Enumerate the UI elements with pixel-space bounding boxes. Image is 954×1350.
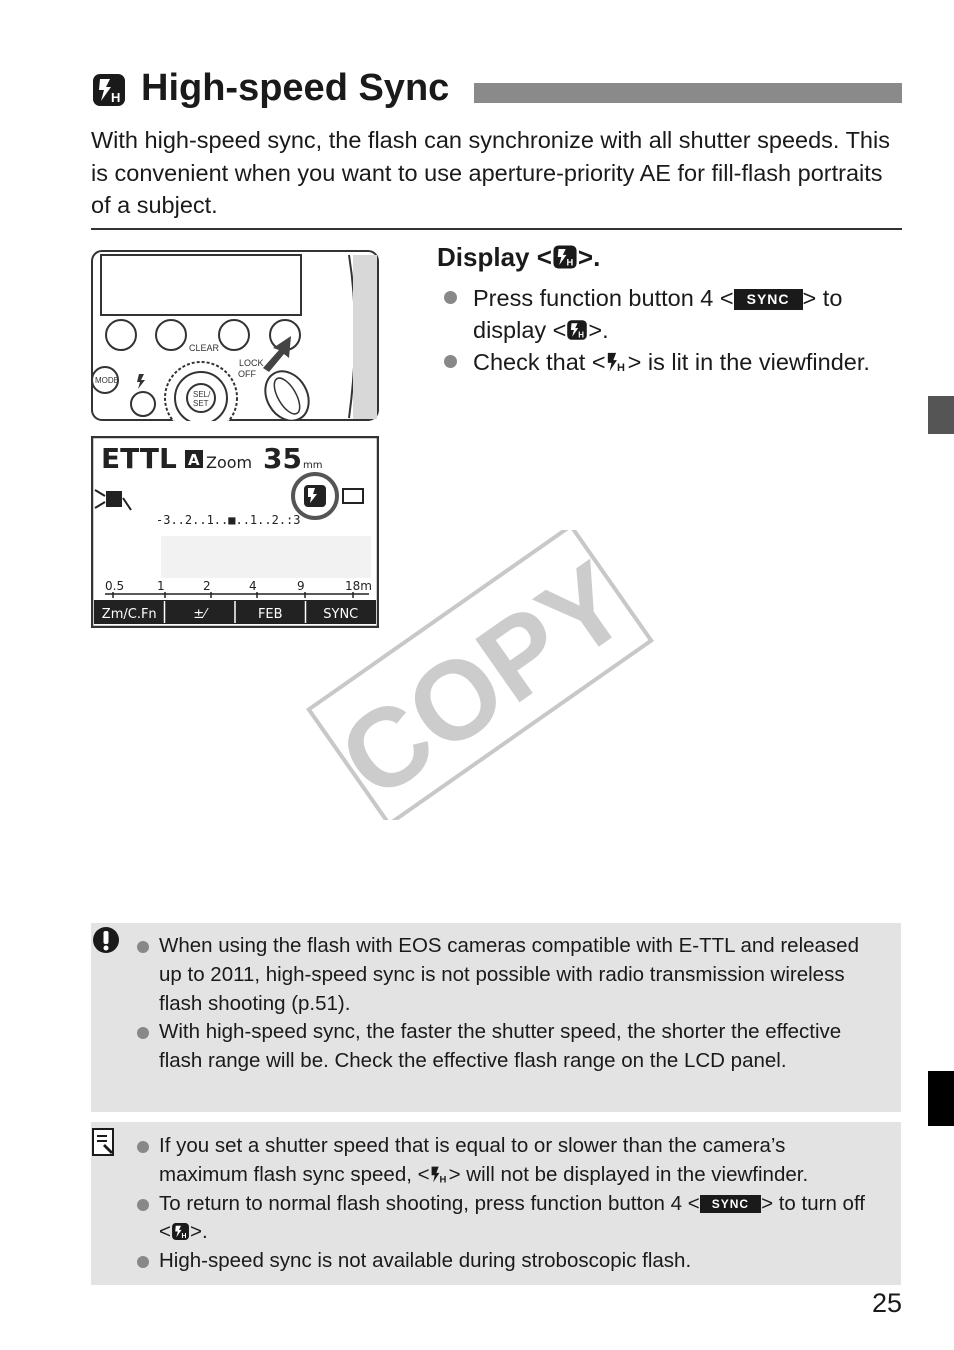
lcd-distance-label: 4 xyxy=(249,579,257,593)
lcd-function-label: ±⁄ xyxy=(193,607,209,622)
watermark-text: COPY xyxy=(318,538,650,820)
lcd-mode: ETTL xyxy=(101,442,177,475)
flash-exposure-icon xyxy=(94,489,132,511)
lcd-distance-label: 2 xyxy=(203,579,211,593)
instruction-text: >. xyxy=(588,317,609,343)
flash-icon xyxy=(137,374,145,389)
caution-list: When using the flash with EOS cameras co… xyxy=(137,932,877,1076)
memo-text: If you set a shutter speed that is equal… xyxy=(159,1134,786,1186)
svg-text:H: H xyxy=(617,362,625,373)
memo-text: High-speed sync is not available during … xyxy=(159,1249,692,1273)
lcd-panel-illustration: ETTL A Zoom 35 mm -3..2..1..■..1..2.:3 0… xyxy=(91,436,379,628)
function-button-1 xyxy=(105,319,137,351)
svg-text:H: H xyxy=(182,1233,187,1240)
instruction-text: Check that < xyxy=(473,349,606,375)
off-label: OFF xyxy=(238,369,256,379)
memo-text: To return to normal flash shooting, pres… xyxy=(159,1191,700,1215)
intro-paragraph: With high-speed sync, the flash can sync… xyxy=(91,127,890,218)
clear-label: CLEAR xyxy=(189,343,220,353)
step-heading-prefix: Display < xyxy=(437,242,552,272)
title-rule xyxy=(474,83,902,103)
memo-text: >. xyxy=(189,1220,208,1244)
bullet-icon xyxy=(444,291,457,304)
lcd-distance-label: 0.5 xyxy=(105,579,124,593)
viewfinder-high-speed-sync-icon: H xyxy=(607,352,625,373)
function-button-3 xyxy=(218,319,250,351)
lcd-distance-label: 1 xyxy=(157,579,165,593)
flash-button xyxy=(130,391,156,417)
step-heading-suffix: >. xyxy=(577,242,601,272)
lcd-distance-label: 9 xyxy=(297,579,305,593)
chapter-tab xyxy=(928,396,954,434)
instruction-text: > is lit in the viewfinder. xyxy=(627,349,870,375)
viewfinder-high-speed-sync-icon: H xyxy=(431,1166,446,1184)
list-item: If you set a shutter speed that is equal… xyxy=(137,1132,877,1190)
high-speed-sync-icon: H xyxy=(172,1223,189,1241)
sel-label: SEL/ xyxy=(193,390,211,399)
memo-text: > to turn off < xyxy=(159,1191,865,1244)
list-item: With high-speed sync, the faster the shu… xyxy=(137,1018,877,1076)
sync-button-label: SYNC xyxy=(699,1194,762,1213)
svg-text:H: H xyxy=(111,90,120,105)
list-item: When using the flash with EOS cameras co… xyxy=(137,932,877,1018)
lcd-function-label: SYNC xyxy=(323,607,358,622)
auto-zoom-icon xyxy=(185,450,203,468)
step-heading: Display < H >. xyxy=(437,240,600,274)
divider xyxy=(91,228,902,230)
caution-text: When using the flash with EOS cameras co… xyxy=(159,934,859,1015)
memo-icon xyxy=(92,1128,114,1156)
set-label: SET xyxy=(193,399,209,408)
high-speed-sync-icon: H xyxy=(567,320,588,340)
step-instructions: Press function button 4 <SYNC> to displa… xyxy=(440,282,900,378)
high-speed-sync-icon: H xyxy=(93,74,125,106)
lcd-distance-label: 18m xyxy=(345,579,372,593)
caution-box: When using the flash with EOS cameras co… xyxy=(91,923,901,1112)
mode-button xyxy=(91,366,119,394)
memo-box: If you set a shutter speed that is equal… xyxy=(91,1122,901,1285)
caution-text: With high-speed sync, the faster the shu… xyxy=(159,1020,842,1073)
list-item: Press function button 4 <SYNC> to displa… xyxy=(440,282,900,346)
lock-label: LOCK xyxy=(239,358,264,368)
bullet-icon xyxy=(137,941,149,953)
bullet-icon xyxy=(444,355,457,368)
lcd-function-label: FEB xyxy=(258,607,283,622)
bullet-icon xyxy=(137,1141,149,1153)
svg-text:H: H xyxy=(439,1174,446,1184)
bullet-icon xyxy=(137,1198,149,1211)
lcd-function-label: Zm/C.Fn xyxy=(102,607,157,622)
caution-icon xyxy=(93,927,119,953)
memo-list: If you set a shutter speed that is equal… xyxy=(137,1132,877,1276)
lcd-exposure-scale: -3..2..1..■..1..2.:3 xyxy=(156,513,301,527)
film-icon xyxy=(342,488,364,504)
flash-unit-illustration: CLEAR LOCK OFF MODE SEL/ SET xyxy=(91,250,379,421)
copy-watermark: COPY xyxy=(305,530,655,820)
lcd-zoom-label: Zoom xyxy=(206,453,252,472)
list-item: High-speed sync is not available during … xyxy=(137,1247,877,1276)
lcd-focal-unit: mm xyxy=(303,460,322,471)
highlight-circle xyxy=(291,472,339,520)
svg-text:H: H xyxy=(579,330,585,339)
distance-scale: 0.5 1 2 4 9 18m xyxy=(105,579,372,598)
instruction-text: Press function button 4 < xyxy=(473,285,734,311)
lcd-focal-length: 35 xyxy=(263,442,302,475)
mode-label: MODE xyxy=(95,376,119,385)
function-labels: Zm/C.Fn ±⁄ FEB SYNC xyxy=(102,601,358,623)
lcd-zoom-mode: A xyxy=(188,451,200,469)
lock-switch xyxy=(264,370,310,421)
sync-button-label: SYNC xyxy=(733,289,803,310)
list-item: To return to normal flash shooting, pres… xyxy=(137,1190,877,1248)
chapter-tab xyxy=(928,1071,954,1126)
arrow-icon xyxy=(263,336,291,372)
page-title: High-speed Sync xyxy=(141,67,450,109)
list-item: Check that < H> is lit in the viewfinder. xyxy=(440,346,900,378)
bullet-icon xyxy=(137,1256,149,1269)
high-speed-sync-icon: H xyxy=(553,245,577,269)
set-button xyxy=(186,383,216,413)
memo-text: > will not be displayed in the viewfinde… xyxy=(448,1162,809,1186)
instruction-text: > to display < xyxy=(473,285,843,343)
function-button-2 xyxy=(155,319,187,351)
page-number: 25 xyxy=(871,1288,902,1318)
bullet-icon xyxy=(137,1027,149,1040)
svg-text:H: H xyxy=(566,258,573,268)
